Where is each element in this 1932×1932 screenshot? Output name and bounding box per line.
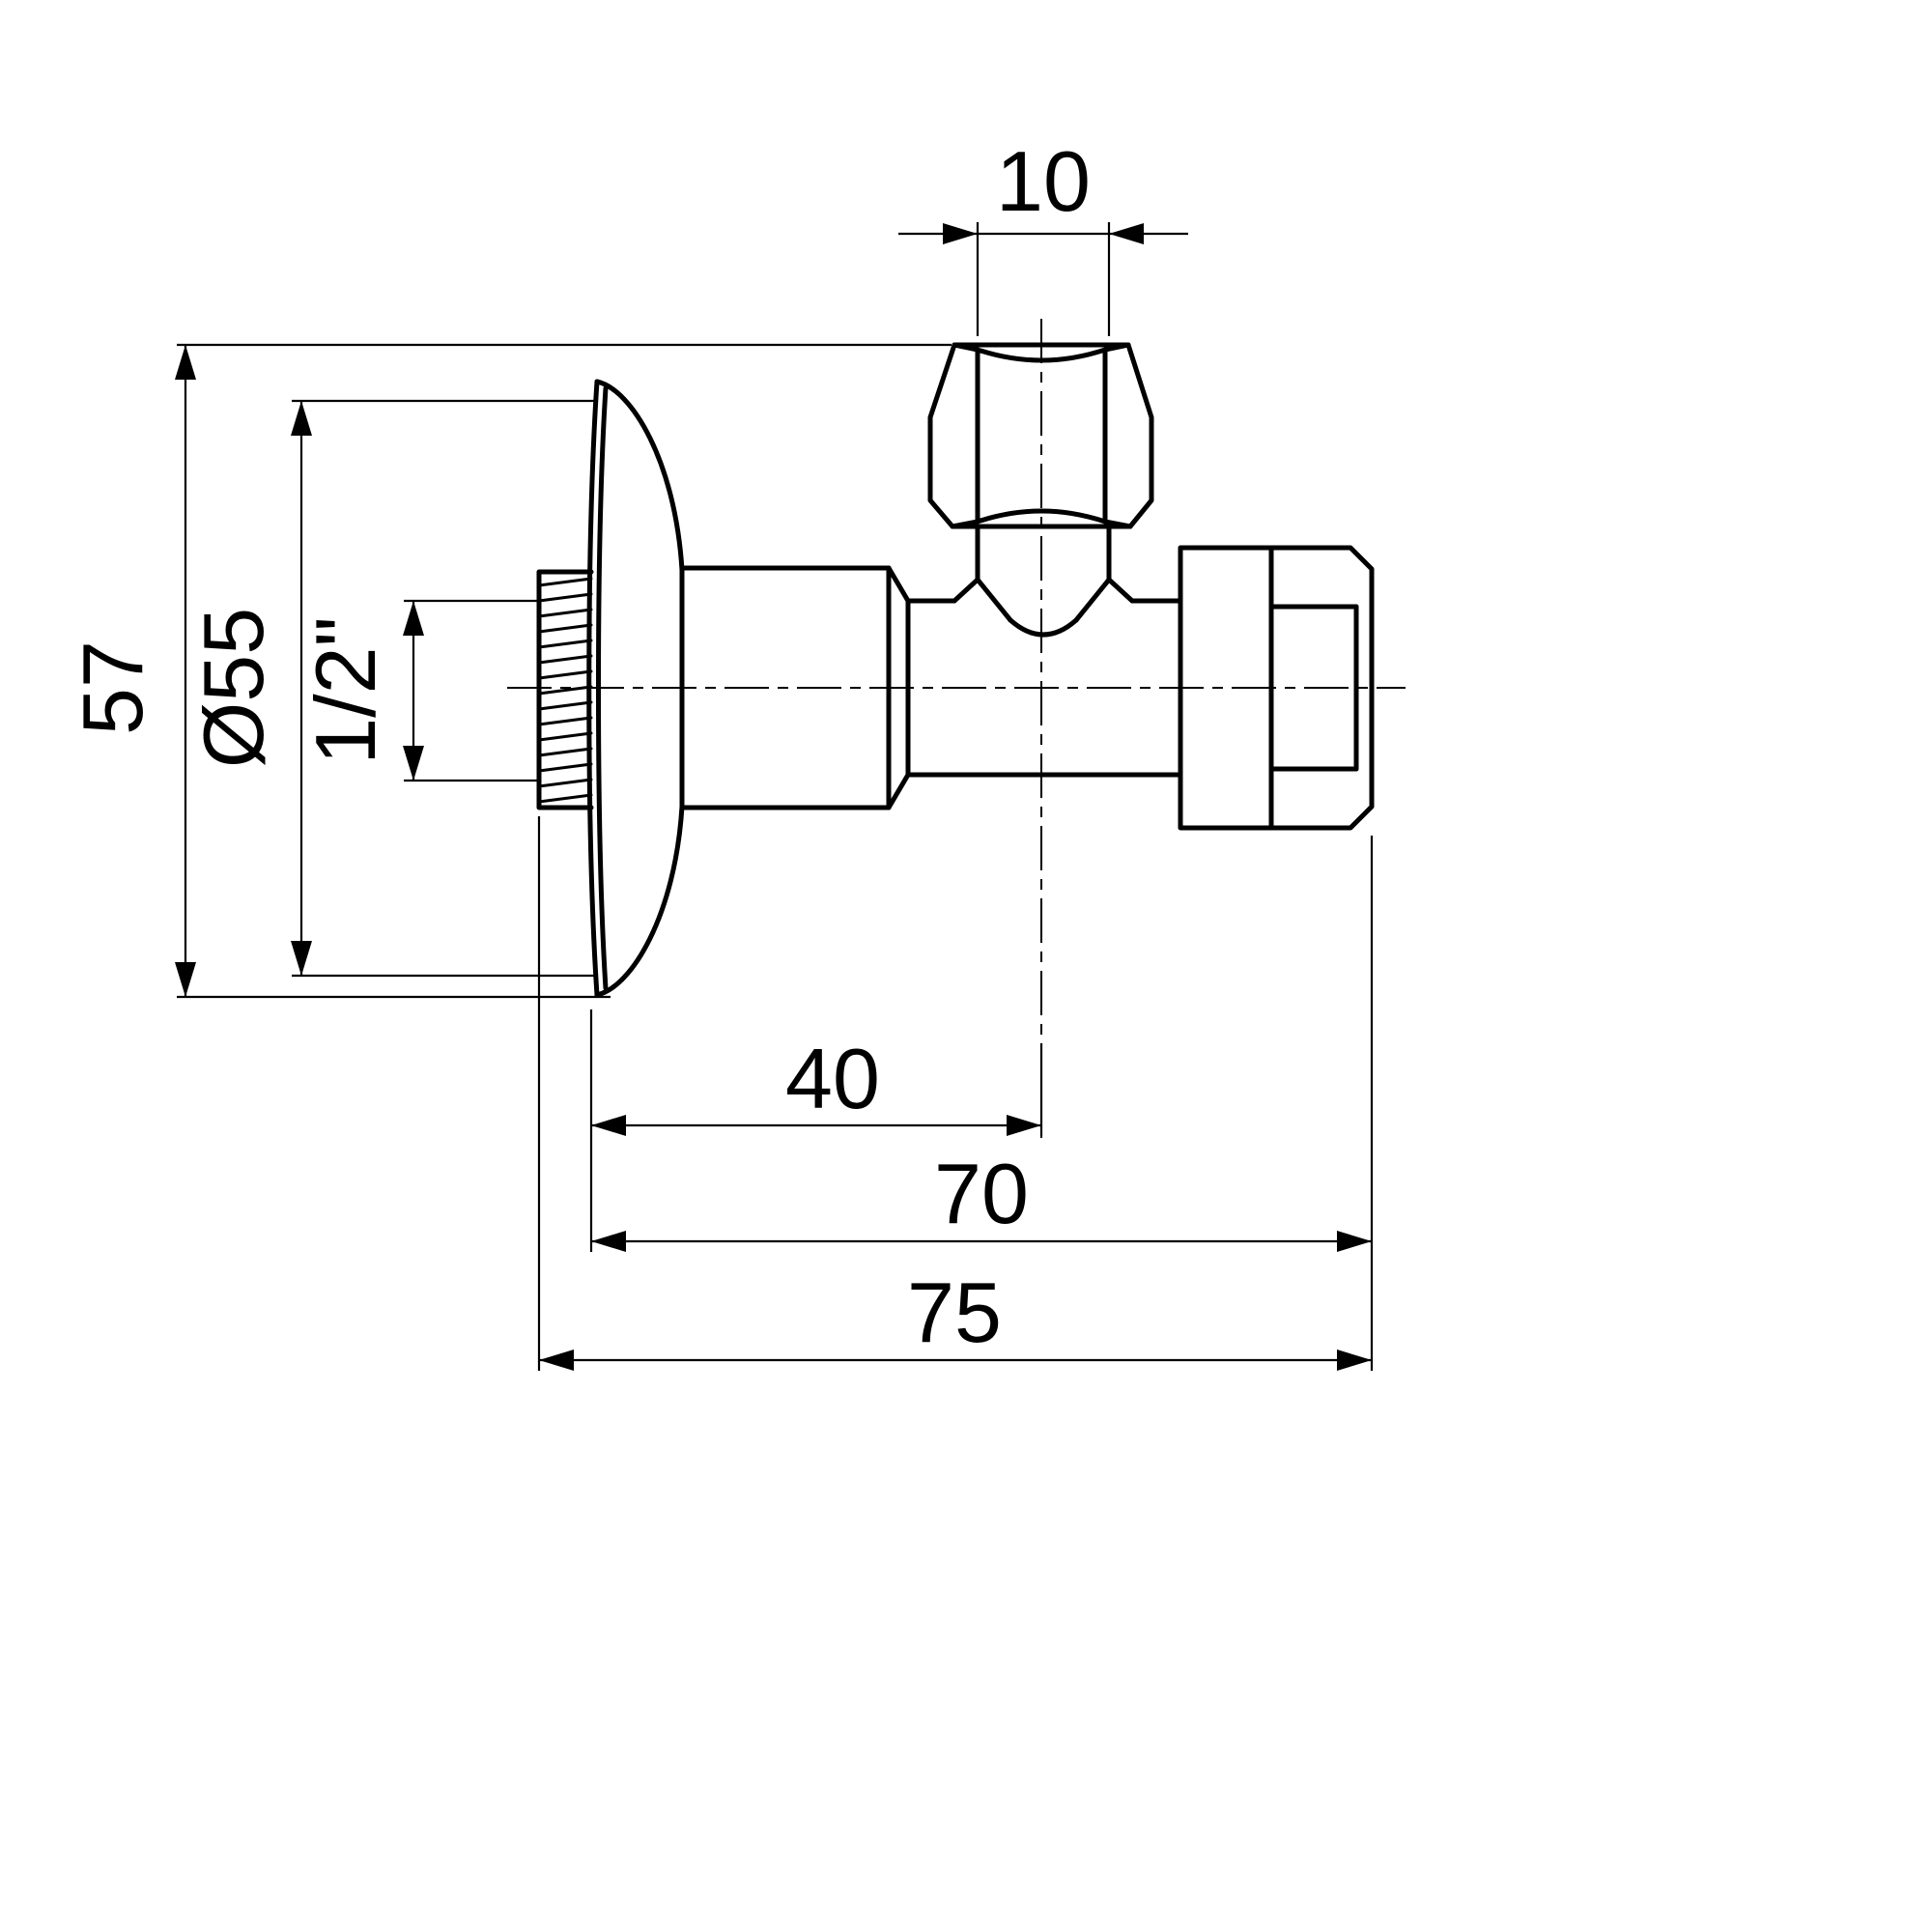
threaded-spigot bbox=[536, 569, 594, 810]
flange bbox=[586, 379, 685, 998]
outlet-nut bbox=[1178, 545, 1375, 831]
dim-label-top-pipe-width: 10 bbox=[996, 133, 1091, 229]
valve-body bbox=[679, 565, 1183, 810]
dim-label-flange-diameter: Ø55 bbox=[185, 608, 281, 768]
dim-label-flange-to-center: 40 bbox=[785, 1031, 880, 1126]
dim-label-flange-to-outlet: 70 bbox=[934, 1146, 1029, 1241]
dim-label-thread-size: 1/2" bbox=[298, 616, 393, 765]
extension-lines bbox=[177, 222, 1374, 1371]
dim-label-overall-height: 57 bbox=[65, 640, 160, 735]
dim-label-overall-length: 75 bbox=[907, 1264, 1002, 1360]
compression-nut bbox=[927, 342, 1154, 529]
center-lines bbox=[507, 319, 1406, 1138]
tee-junction bbox=[952, 524, 1135, 638]
dimension-labels: 10 57 Ø55 1/2" 40 70 75 bbox=[65, 133, 1091, 1360]
valve-outline bbox=[536, 342, 1375, 998]
dimension-lines bbox=[175, 223, 1372, 1371]
